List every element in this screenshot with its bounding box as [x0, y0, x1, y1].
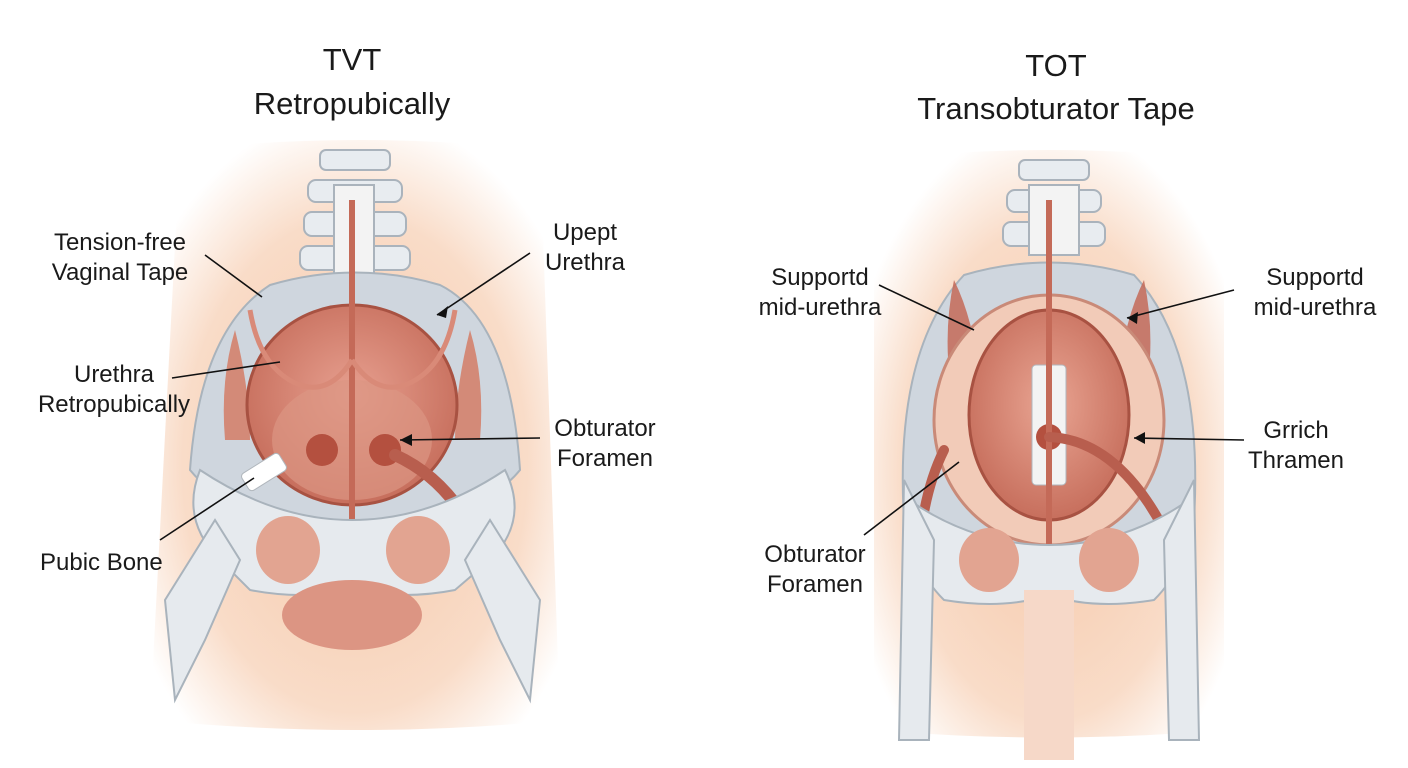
right-femur	[1162, 479, 1201, 741]
leader-lines	[159, 252, 541, 541]
left-femur	[163, 518, 242, 704]
tot-panel: TOT Transobturator Tape Supportd mid-ure…	[704, 0, 1408, 768]
label-grrich-thramen: Grrich Thramen	[1247, 417, 1345, 474]
label-obturator-foramen-tot: Obturator Foramen	[764, 541, 866, 598]
label-tension-free: Tension-free Vaginal Tape	[51, 229, 189, 286]
label-upept-urethra: Upept Urethra	[544, 219, 626, 276]
tvt-pelvis-illustration	[150, 140, 560, 730]
tot-subtitle: Transobturator Tape	[917, 91, 1195, 126]
label-supported-right: Supportd mid-urethra	[1253, 264, 1377, 321]
tot-title: TOT	[1025, 48, 1087, 83]
tvt-title: TVT	[322, 42, 382, 77]
tvt-subtitle: Retropubically	[253, 86, 451, 121]
left-femur	[897, 479, 936, 741]
leader-lines	[863, 284, 1245, 536]
spine	[1002, 159, 1106, 256]
right-femur	[463, 518, 542, 704]
label-supported-left: Supportd mid-urethra	[758, 264, 882, 321]
tvt-panel: TVT Retropubically Tension-free Vaginal …	[37, 42, 656, 730]
label-obturator-foramen: Obturator Foramen	[554, 415, 656, 472]
tot-pelvis-illustration	[863, 150, 1245, 760]
label-urethra-retropubically: Urethra Retropubically	[37, 361, 191, 418]
label-pubic-bone: Pubic Bone	[40, 549, 163, 576]
